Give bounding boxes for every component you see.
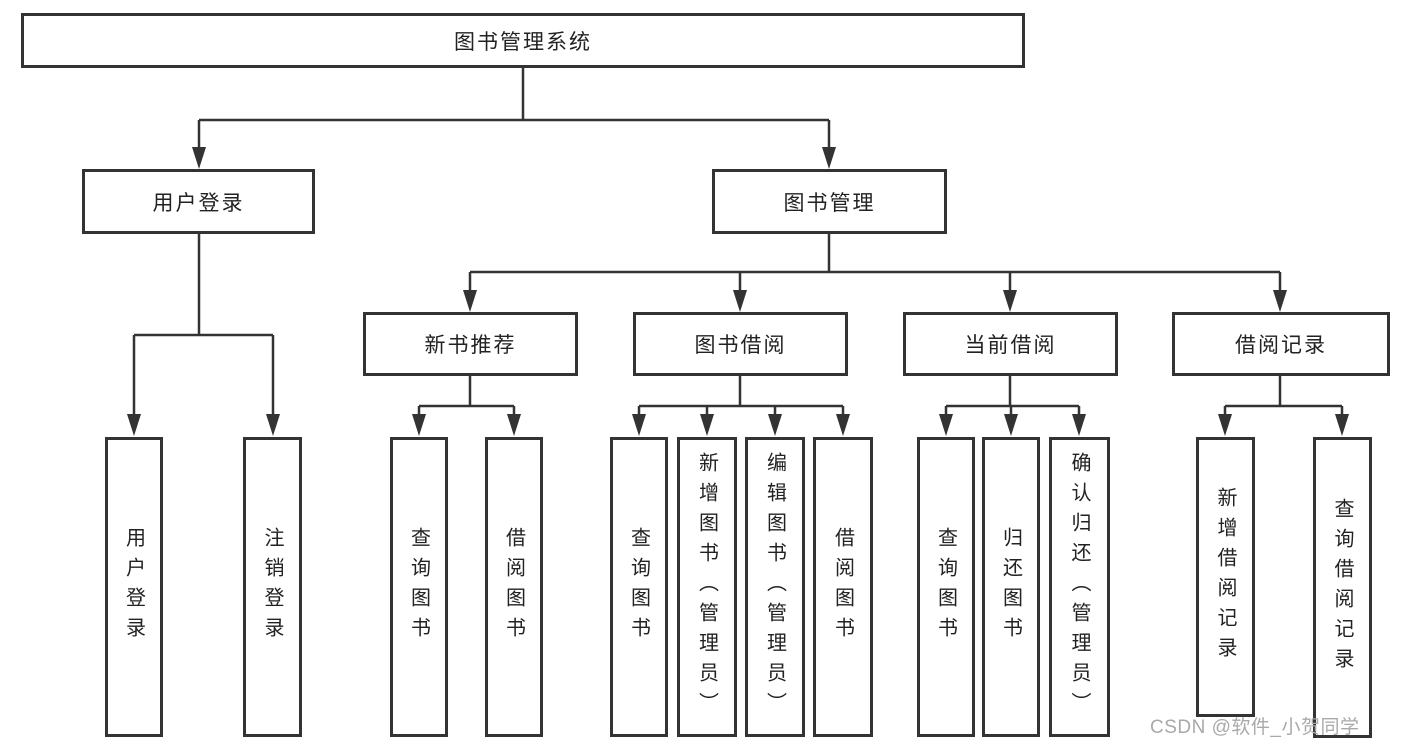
leaf-confirm-return-admin: 确认归还（管理员） [1049, 437, 1110, 737]
node-current-borrow: 当前借阅 [903, 312, 1118, 376]
leaf-return-books-label: 归还图书 [999, 527, 1022, 647]
leaf-edit-books-admin: 编辑图书（管理员） [745, 437, 805, 737]
node-book-management-label: 图书管理 [783, 191, 876, 215]
leaf-user-login-label: 用户登录 [122, 527, 145, 647]
leaf-query-books-borrow-label: 查询图书 [627, 527, 650, 647]
leaf-logout-label: 注销登录 [261, 527, 283, 647]
leaf-add-borrow-record-label: 新增借阅记录 [1214, 487, 1236, 667]
node-user-login: 用户登录 [82, 169, 315, 234]
leaf-query-borrow-record: 查询借阅记录 [1313, 437, 1372, 738]
leaf-add-books-admin-label: 新增图书（管理员） [695, 452, 718, 722]
leaf-add-borrow-record: 新增借阅记录 [1196, 437, 1255, 717]
node-user-login-label: 用户登录 [152, 191, 245, 215]
leaf-query-books-borrow: 查询图书 [610, 437, 668, 737]
leaf-edit-books-admin-label: 编辑图书（管理员） [763, 452, 786, 722]
leaf-add-books-admin: 新增图书（管理员） [677, 437, 737, 737]
leaf-query-books-recommend: 查询图书 [390, 437, 448, 737]
leaf-logout: 注销登录 [243, 437, 302, 737]
csdn-watermark: CSDN @软件_小贺同学 [1150, 717, 1360, 738]
leaf-borrow-books: 借阅图书 [813, 437, 873, 737]
tree-edges [132, 68, 1344, 420]
leaf-borrow-books-recommend-label: 借阅图书 [502, 527, 525, 647]
leaf-borrow-books-label: 借阅图书 [831, 527, 854, 647]
node-borrow-records: 借阅记录 [1172, 312, 1390, 376]
node-root-label: 图书管理系统 [454, 30, 592, 54]
leaf-query-borrow-record-label: 查询借阅记录 [1331, 497, 1353, 678]
node-book-borrow-label: 图书借阅 [694, 334, 787, 357]
node-new-book-recommend-label: 新书推荐 [424, 334, 517, 357]
node-book-borrow: 图书借阅 [633, 312, 848, 376]
node-borrow-records-label: 借阅记录 [1235, 334, 1327, 357]
leaf-confirm-return-admin-label: 确认归还（管理员） [1068, 452, 1090, 722]
leaf-query-books-recommend-label: 查询图书 [407, 527, 430, 647]
leaf-query-books-current: 查询图书 [917, 437, 975, 737]
arrowheads [127, 147, 1349, 436]
leaf-return-books: 归还图书 [982, 437, 1040, 737]
node-new-book-recommend: 新书推荐 [363, 312, 578, 376]
leaf-query-books-current-label: 查询图书 [934, 527, 957, 647]
node-current-borrow-label: 当前借阅 [964, 334, 1057, 357]
leaf-user-login: 用户登录 [105, 437, 163, 737]
node-book-management: 图书管理 [712, 169, 947, 234]
node-root: 图书管理系统 [21, 13, 1025, 68]
leaf-borrow-books-recommend: 借阅图书 [485, 437, 543, 737]
